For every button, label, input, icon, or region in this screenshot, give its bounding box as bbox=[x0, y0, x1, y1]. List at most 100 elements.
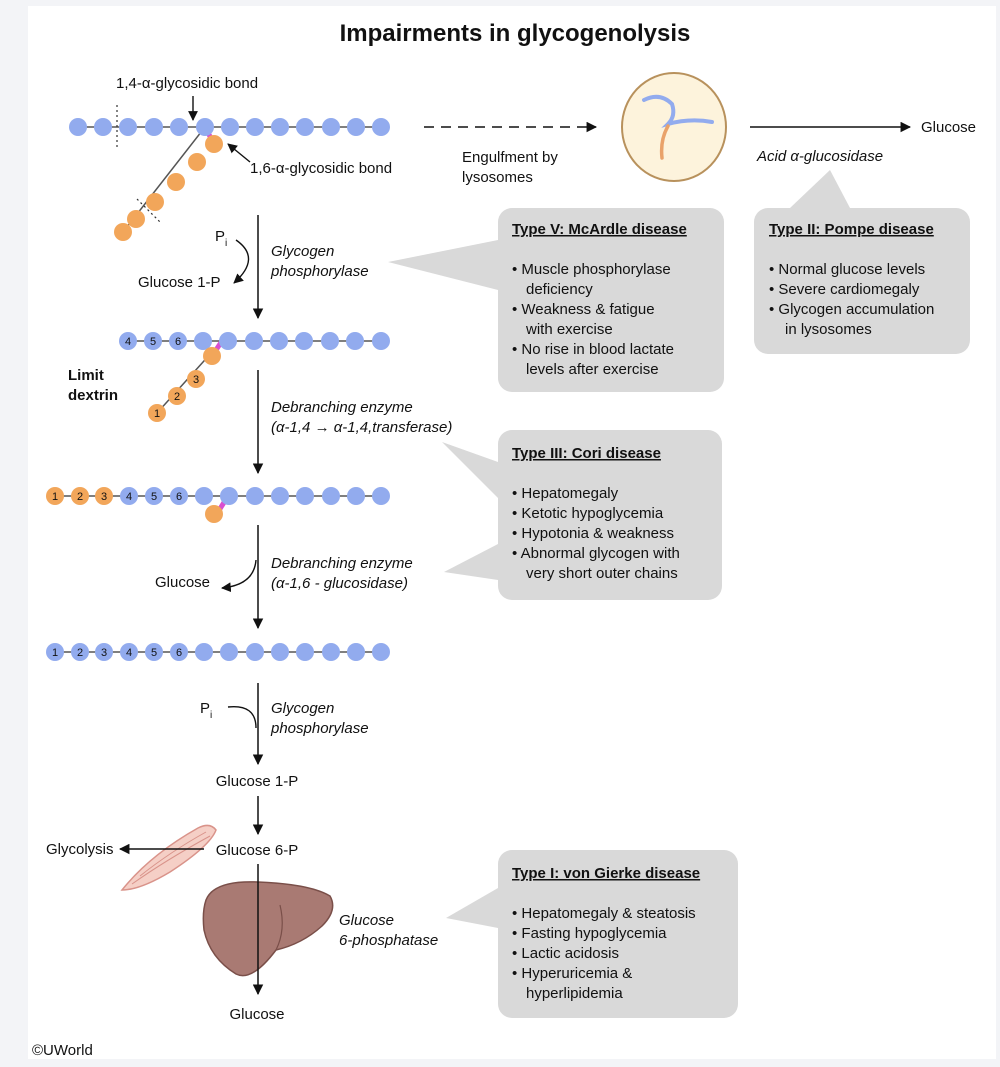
glucose-residue bbox=[145, 118, 163, 136]
numbered-residue bbox=[95, 643, 113, 661]
mcardle-item: deficiency bbox=[526, 281, 593, 298]
glucose-residue bbox=[127, 210, 145, 228]
label-glycogen-phosphorylase: phosphorylase bbox=[270, 720, 369, 737]
numbered-residue bbox=[120, 643, 138, 661]
glucose-residue bbox=[347, 487, 365, 505]
glucose-residue bbox=[246, 118, 264, 136]
label-glycogen-phosphorylase: Glycogen bbox=[271, 243, 334, 260]
label-1-6-bond: 1,6-α-glycosidic bond bbox=[250, 160, 392, 177]
glucose-residue bbox=[114, 223, 132, 241]
label-glucose-bottom: Glucose bbox=[229, 1006, 284, 1023]
glucose-residue bbox=[203, 347, 221, 365]
residue-number: 5 bbox=[151, 647, 157, 659]
glucose-residue bbox=[271, 643, 289, 661]
glucose-residue bbox=[196, 118, 214, 136]
glucose-residue bbox=[296, 118, 314, 136]
glycogen-chain-top bbox=[69, 105, 390, 241]
numbered-residue bbox=[46, 643, 64, 661]
numbered-residue bbox=[148, 404, 166, 422]
cori-box: Type III: Cori disease • Hepatomegaly • … bbox=[442, 430, 722, 600]
cori-item: • Abnormal glycogen with bbox=[512, 545, 680, 562]
mcardle-item: • Weakness & fatigue bbox=[512, 301, 655, 318]
glucose-residue bbox=[119, 118, 137, 136]
residue-number: 5 bbox=[150, 336, 156, 348]
residue-number: 3 bbox=[193, 374, 199, 386]
glucose-residue bbox=[246, 643, 264, 661]
numbered-residue bbox=[170, 643, 188, 661]
pompe-item: • Severe cardiomegaly bbox=[769, 281, 920, 298]
vongierke-item: hyperlipidemia bbox=[526, 985, 623, 1002]
residue-number: 6 bbox=[175, 336, 181, 348]
glucose-residue bbox=[347, 118, 365, 136]
mcardle-item: levels after exercise bbox=[526, 361, 659, 378]
residue-number: 5 bbox=[151, 491, 157, 503]
label-debranching-glucosidase: (α-1,6 - glucosidase) bbox=[271, 575, 408, 592]
label-limit-dextrin: Limit bbox=[68, 367, 104, 384]
glucose-residue bbox=[146, 193, 164, 211]
glucose-residue bbox=[205, 505, 223, 523]
glucose-residue bbox=[322, 643, 340, 661]
label-debranching-glucosidase: Debranching enzyme bbox=[271, 555, 413, 572]
muscle-illustration bbox=[120, 824, 217, 891]
cori-item: • Hypotonia & weakness bbox=[512, 525, 674, 542]
residue-number: 2 bbox=[174, 391, 180, 403]
cori-item: • Ketotic hypoglycemia bbox=[512, 505, 664, 522]
label-glucose-1p-side: Glucose 1-P bbox=[138, 274, 221, 291]
glucose-residue bbox=[221, 118, 239, 136]
glucose-residue bbox=[347, 643, 365, 661]
residue-number: 6 bbox=[176, 647, 182, 659]
pompe-item: • Normal glucose levels bbox=[769, 261, 925, 278]
glucose-residue bbox=[188, 153, 206, 171]
label-glucose-6p: Glucose 6-P bbox=[216, 842, 299, 859]
glucose-residue bbox=[322, 118, 340, 136]
numbered-residue bbox=[169, 332, 187, 350]
glucose-residue bbox=[220, 643, 238, 661]
copyright: ©UWorld bbox=[32, 1042, 93, 1059]
glucose-residue bbox=[346, 332, 364, 350]
numbered-residue bbox=[95, 487, 113, 505]
label-lysosomes: lysosomes bbox=[462, 169, 533, 186]
residue-number: 3 bbox=[101, 491, 107, 503]
mcardle-item: • No rise in blood lactate bbox=[512, 341, 674, 358]
glucose-residue bbox=[270, 332, 288, 350]
label-pi-2: Pi bbox=[200, 700, 212, 721]
pompe-box: Type II: Pompe disease • Normal glucose … bbox=[754, 170, 970, 354]
numbered-residue bbox=[187, 370, 205, 388]
label-glucose-1p: Glucose 1-P bbox=[216, 773, 299, 790]
numbered-residue bbox=[71, 643, 89, 661]
glucose-residue bbox=[219, 332, 237, 350]
glucose-residue bbox=[246, 487, 264, 505]
numbered-residue bbox=[120, 487, 138, 505]
vongierke-item: • Hepatomegaly & steatosis bbox=[512, 905, 696, 922]
numbered-residue bbox=[170, 487, 188, 505]
pompe-item: • Glycogen accumulation bbox=[769, 301, 934, 318]
glucose-residue bbox=[195, 643, 213, 661]
numbered-residue bbox=[145, 643, 163, 661]
numbered-residue bbox=[119, 332, 137, 350]
glucose-residue bbox=[295, 332, 313, 350]
blue-residues bbox=[69, 118, 390, 136]
glucose-residue bbox=[372, 118, 390, 136]
numbered-residue bbox=[145, 487, 163, 505]
label-glucose-6-phosphatase: Glucose bbox=[339, 912, 394, 929]
label-debranching-transferase: (α-1,4 → α-1,4,transferase) bbox=[271, 419, 452, 436]
label-glucose-top: Glucose bbox=[921, 119, 976, 136]
glucose-residue bbox=[220, 487, 238, 505]
residue-number: 1 bbox=[52, 647, 58, 659]
label-pi-1: Pi bbox=[215, 228, 227, 249]
glucose-residue bbox=[94, 118, 112, 136]
glucose-residue bbox=[194, 332, 212, 350]
glucose-residue bbox=[372, 487, 390, 505]
glucose-residue bbox=[372, 643, 390, 661]
blue-residues bbox=[195, 487, 390, 505]
glucose-residue bbox=[321, 332, 339, 350]
label-glycogen-phosphorylase: phosphorylase bbox=[270, 263, 369, 280]
glucose-residue bbox=[322, 487, 340, 505]
